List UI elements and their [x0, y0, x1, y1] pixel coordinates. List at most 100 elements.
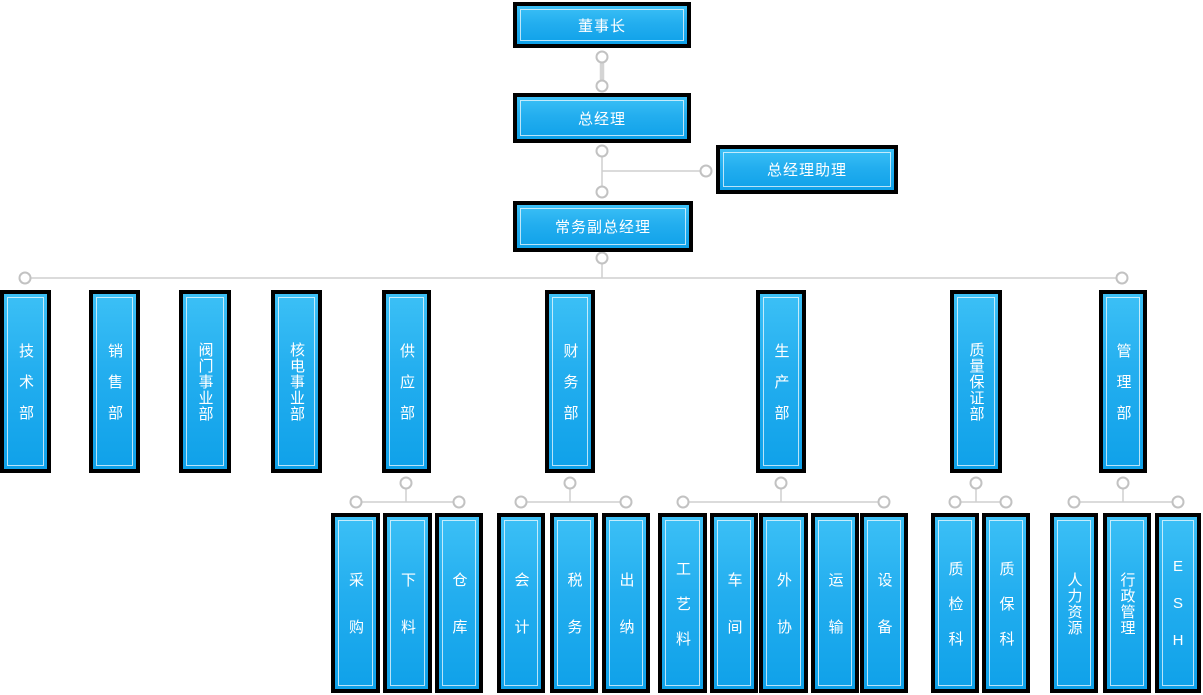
connector-dot [1171, 495, 1185, 509]
node-face: 设备 [864, 517, 904, 689]
org-node-dept-quality-assurance[interactable]: 质量保证部 [950, 290, 1002, 473]
org-node-sub-material-cutting[interactable]: 下料 [383, 513, 432, 693]
node-label: 行政管理 [1118, 571, 1136, 636]
org-node-sub-accounting[interactable]: 会计 [497, 513, 545, 693]
org-node-dept-production[interactable]: 生产部 [756, 290, 806, 473]
org-node-sub-esh[interactable]: ESH [1155, 513, 1201, 693]
connector-dot [595, 144, 609, 158]
node-face: ESH [1159, 517, 1197, 689]
connector-dot [452, 495, 466, 509]
node-face: 常务副总经理 [517, 205, 689, 248]
node-label: 财务部 [561, 343, 579, 436]
org-node-dept-sales[interactable]: 销售部 [89, 290, 140, 473]
org-node-sub-outsourcing[interactable]: 外协 [759, 513, 808, 693]
node-label: 生产部 [772, 343, 790, 436]
node-face: 外协 [763, 517, 804, 689]
node-label: 供应部 [398, 343, 415, 436]
node-label: 下料 [399, 572, 416, 666]
node-face: 人力资源 [1054, 517, 1094, 689]
node-label: 质检科 [946, 560, 964, 666]
node-label: 运输 [826, 572, 844, 666]
org-node-sub-transport[interactable]: 运输 [811, 513, 859, 693]
node-face: 行政管理 [1107, 517, 1147, 689]
org-node-sub-quality-inspection[interactable]: 质检科 [931, 513, 979, 693]
node-face: 质检科 [935, 517, 975, 689]
node-label: 采购 [347, 572, 364, 666]
node-face: 质量保证部 [954, 294, 998, 469]
node-face: 财务部 [549, 294, 591, 469]
node-label: 工艺料 [674, 560, 691, 666]
node-face: 生产部 [760, 294, 802, 469]
org-node-dept-management[interactable]: 管理部 [1099, 290, 1147, 473]
connector-dot [514, 495, 528, 509]
org-node-dept-valve-division[interactable]: 阀门事业部 [179, 290, 231, 473]
org-node-sub-purchasing[interactable]: 采购 [331, 513, 380, 693]
node-label: 设备 [875, 572, 893, 666]
node-face: 总经理 [517, 97, 687, 139]
connector-dot [595, 79, 609, 93]
node-face: 管理部 [1103, 294, 1143, 469]
connector-dot [595, 251, 609, 265]
connector-dot [948, 495, 962, 509]
node-label: 总经理助理 [766, 162, 847, 179]
connector-dot [18, 271, 32, 285]
node-face: 质保科 [986, 517, 1026, 689]
connector-dot [619, 495, 633, 509]
node-label: ESH [1169, 557, 1187, 669]
connector-dot [595, 185, 609, 199]
connector-dot [999, 495, 1013, 509]
org-node-sub-equipment[interactable]: 设备 [860, 513, 908, 693]
connector-dot [563, 476, 577, 490]
node-face: 销售部 [93, 294, 136, 469]
org-node-sub-administration[interactable]: 行政管理 [1103, 513, 1151, 693]
node-face: 税务 [554, 517, 594, 689]
connector-dot [1115, 271, 1129, 285]
connector-dots [18, 50, 1185, 509]
node-face: 运输 [815, 517, 855, 689]
org-node-sub-warehouse[interactable]: 仓库 [435, 513, 483, 693]
org-node-sub-cashier[interactable]: 出纳 [602, 513, 650, 693]
node-face: 核电事业部 [275, 294, 318, 469]
node-face: 阀门事业部 [183, 294, 227, 469]
node-label: 质保科 [997, 560, 1015, 666]
node-label: 外协 [775, 572, 792, 666]
node-label: 税务 [565, 572, 583, 666]
node-label: 管理部 [1114, 343, 1132, 436]
node-face: 会计 [501, 517, 541, 689]
org-node-sub-human-resources[interactable]: 人力资源 [1050, 513, 1098, 693]
org-node-dept-finance[interactable]: 财务部 [545, 290, 595, 473]
connector-dot [676, 495, 690, 509]
org-node-dept-tech[interactable]: 技术部 [0, 290, 51, 473]
connector-dot [877, 495, 891, 509]
connector-dot [1116, 476, 1130, 490]
connector-dot [399, 476, 413, 490]
node-label: 常务副总经理 [554, 219, 651, 236]
org-node-dept-supply[interactable]: 供应部 [382, 290, 431, 473]
node-label: 会计 [512, 572, 530, 666]
node-face: 工艺料 [662, 517, 703, 689]
node-face: 董事长 [517, 6, 687, 44]
connector-dot [595, 50, 609, 64]
org-node-chairman[interactable]: 董事长 [513, 2, 691, 48]
org-node-dept-nuclear-division[interactable]: 核电事业部 [271, 290, 322, 473]
node-face: 总经理助理 [720, 149, 894, 190]
org-node-sub-process-materials[interactable]: 工艺料 [658, 513, 707, 693]
node-label: 核电事业部 [288, 342, 305, 422]
connector-dot [349, 495, 363, 509]
org-node-sub-workshop[interactable]: 车间 [710, 513, 758, 693]
org-node-deputy-gm[interactable]: 常务副总经理 [513, 201, 693, 252]
node-face: 技术部 [4, 294, 47, 469]
node-label: 出纳 [617, 572, 635, 666]
org-node-general-manager[interactable]: 总经理 [513, 93, 691, 143]
org-node-gm-assistant[interactable]: 总经理助理 [716, 145, 898, 194]
node-label: 销售部 [106, 343, 123, 436]
node-label: 阀门事业部 [196, 342, 214, 422]
connector-dot [969, 476, 983, 490]
node-label: 技术部 [17, 343, 34, 436]
org-node-sub-tax[interactable]: 税务 [550, 513, 598, 693]
node-face: 采购 [335, 517, 376, 689]
org-node-sub-quality-assurance-section[interactable]: 质保科 [982, 513, 1030, 693]
node-face: 仓库 [439, 517, 479, 689]
